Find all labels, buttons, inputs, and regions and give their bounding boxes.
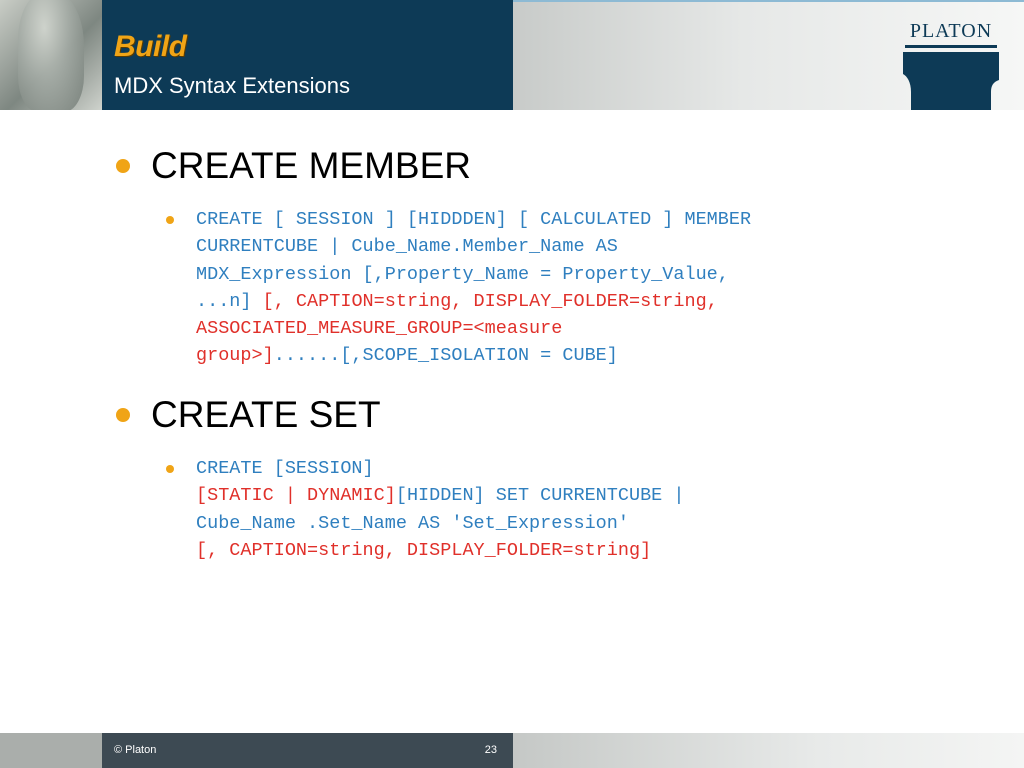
bullet-dot: [116, 408, 130, 422]
footer-gradient: [513, 733, 1024, 768]
code-line: CREATE [SESSION]: [196, 458, 374, 479]
code-segment: [, CAPTION=string, DISPLAY_FOLDER=string…: [262, 290, 718, 312]
code-line: [, CAPTION=string, DISPLAY_FOLDER=string…: [196, 539, 652, 561]
footer-left-block: [0, 733, 102, 768]
code-line: CURRENTCUBE | Cube_Name.Member_Name AS: [196, 236, 618, 258]
code-segment: [STATIC | DYNAMIC]: [196, 485, 396, 507]
statue-image: [0, 0, 102, 110]
slide-subtitle: MDX Syntax Extensions: [114, 73, 350, 98]
code-line: MDX_Expression [,Property_Name = Propert…: [196, 263, 729, 285]
code-block: CREATE [SESSION] [STATIC | DYNAMIC][HIDD…: [196, 455, 685, 564]
code-segment: ...n]: [196, 290, 263, 312]
sub-bullet-dot: [166, 465, 174, 473]
code-line: ASSOCIATED_MEASURE_GROUP=<measure: [196, 318, 563, 340]
logo-text: PLATON: [909, 20, 993, 42]
code-segment: [HIDDEN] SET CURRENTCUBE |: [395, 485, 685, 507]
bullet-dot: [116, 159, 130, 173]
platon-logo: PLATON: [903, 20, 999, 110]
sub-bullet-dot: [166, 216, 174, 224]
footer-bar: © Platon 23: [102, 733, 513, 768]
slide-title: Build: [114, 30, 187, 63]
page-number: 23: [484, 744, 497, 756]
code-block: CREATE [ SESSION ] [HIDDDEN] [ CALCULATE…: [196, 206, 751, 370]
copyright-text: © Platon: [114, 744, 157, 756]
logo-banner-icon: [903, 52, 999, 110]
slide-header: Build MDX Syntax Extensions PLATON: [0, 0, 1024, 110]
title-bar: Build MDX Syntax Extensions: [102, 0, 513, 110]
slide-footer: © Platon 23: [0, 733, 1024, 768]
code-segment: group>]: [196, 345, 274, 367]
section-heading: CREATE MEMBER: [151, 145, 472, 186]
section-heading: CREATE SET: [151, 394, 381, 435]
code-line: CREATE [ SESSION ] [HIDDDEN] [ CALCULATE…: [196, 209, 752, 230]
code-line: Cube_Name .Set_Name AS 'Set_Expression': [196, 512, 629, 534]
code-segment: ......[,SCOPE_ISOLATION = CUBE]: [273, 345, 618, 367]
